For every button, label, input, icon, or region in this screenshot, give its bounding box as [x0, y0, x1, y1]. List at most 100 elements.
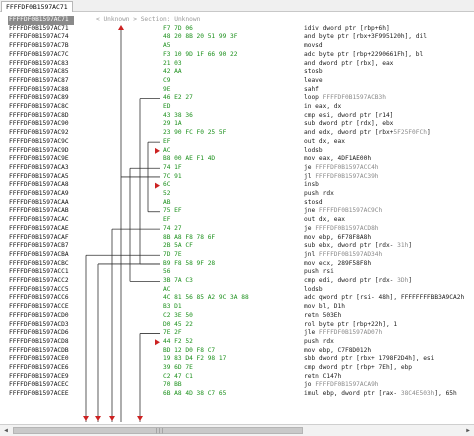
- down-arrow-icon: [137, 416, 143, 421]
- row-address: FFFFDF0B1597ACE0: [9, 355, 69, 363]
- row-bytes: AB: [163, 198, 171, 206]
- row-address-reference[interactable]: 31h: [397, 242, 409, 250]
- row-address-reference[interactable]: FFFFDF0B1597ACD8h: [315, 224, 379, 232]
- row-instruction: movsd: [304, 42, 323, 50]
- row-address-reference[interactable]: FFFFDF0B1597AC9Ch: [318, 207, 383, 215]
- row-address: FFFFDF0B1597ACE9: [9, 372, 69, 380]
- horizontal-scrollbar[interactable]: ◀ ||| ▶: [0, 424, 474, 436]
- row-bytes: AC: [163, 285, 171, 293]
- row-address-reference[interactable]: FFFFDF0B1597AC39h: [315, 172, 379, 180]
- row-bytes: 4C 81 56 85 A2 9C 3A 88: [163, 294, 249, 302]
- row-instruction: sahf: [304, 85, 319, 93]
- row-address: FFFFDF0B1597AC71: [8, 16, 74, 25]
- row-instruction: out dx, eax: [304, 137, 345, 145]
- row-instruction: imul ebp, dword ptr [rax- 38C4E503h], 65…: [304, 390, 457, 398]
- row-address: FFFFDF0B1597AC9E: [9, 155, 69, 163]
- row-address-reference[interactable]: FFFFDF0B1597ACC4h: [315, 163, 379, 171]
- row-address-reference[interactable]: 38C4E503h: [400, 390, 435, 398]
- scroll-track[interactable]: |||: [13, 427, 461, 434]
- row-bytes: ED: [163, 103, 171, 110]
- row-address: FFFFDF0B1597ACA3: [9, 163, 69, 171]
- row-address: FFFFDF0B1597ACE6: [9, 364, 69, 371]
- row-address: FFFFDF0B1597ACD8: [9, 337, 69, 345]
- row-instruction: adc byte ptr [rbp+2290661Fh], bl: [304, 50, 424, 58]
- row-bytes: F7 7D 06: [163, 24, 193, 32]
- row-bytes: B3 D1: [163, 303, 182, 311]
- disasm-row[interactable]: FFFFDF0B1597AC71< Unknown > Section: Unk…: [0, 16, 466, 25]
- row-address: FFFFDF0B1597ACAF: [9, 233, 69, 241]
- row-address-reference[interactable]: FFFFDF0B1597AD07h: [318, 329, 383, 337]
- scroll-grip-icon: |||: [155, 428, 165, 434]
- row-instruction: cmp edi, dword ptr [rdx- 3Dh]: [304, 277, 413, 284]
- row-address-reference[interactable]: FFFFDF0B1597ACA9h: [315, 381, 379, 389]
- row-address: FFFFDF0B1597AC92: [9, 129, 69, 137]
- row-address: FFFFDF0B1597AC8C: [9, 103, 69, 110]
- row-address: FFFFDF0B1597ACB7: [9, 242, 69, 250]
- row-address-reference[interactable]: FFFFDF0B1597ACB3h: [322, 94, 386, 102]
- window-title-tab[interactable]: FFFFDF0B1597AC71: [1, 1, 73, 12]
- row-bytes: F3 10 9D 1F 66 90 22: [163, 50, 238, 58]
- row-bytes: 7D 7E: [163, 250, 182, 258]
- row-address-reference[interactable]: 3Dh: [397, 277, 409, 284]
- row-instruction: mov ebp, 6F78F8A8h: [304, 233, 372, 241]
- scroll-right-arrow-icon[interactable]: ▶: [466, 427, 470, 434]
- disasm-row[interactable]: FFFFDF0B1597AC8C ED in eax, dx: [0, 103, 466, 112]
- row-bytes: 3B 7A C3: [163, 277, 193, 284]
- row-address: FFFFDF0B1597AC90: [9, 120, 69, 128]
- scroll-left-arrow-icon[interactable]: ◀: [4, 427, 8, 434]
- row-address-reference[interactable]: 5F25F0FCh: [393, 129, 427, 137]
- row-instruction: sub ebx, dword ptr [rdx- 31h]: [304, 242, 413, 250]
- row-bytes: BD 12 D0 F8 C7: [163, 346, 216, 354]
- disassembly-view[interactable]: FFFFDF0B1597AC71< Unknown > Section: Unk…: [0, 12, 474, 424]
- row-address-reference[interactable]: FFFFDF0B1597AD34h: [318, 250, 383, 258]
- scroll-thumb[interactable]: |||: [13, 427, 303, 434]
- row-instruction: mov ecx, 289F58F8h: [304, 259, 372, 267]
- row-address: FFFFDF0B1597AC89: [9, 94, 69, 102]
- row-instruction: sub dword ptr [rdx], ebx: [304, 120, 394, 128]
- row-instruction: in eax, dx: [304, 103, 342, 110]
- row-address: FFFFDF0B1597ACC5: [9, 285, 69, 293]
